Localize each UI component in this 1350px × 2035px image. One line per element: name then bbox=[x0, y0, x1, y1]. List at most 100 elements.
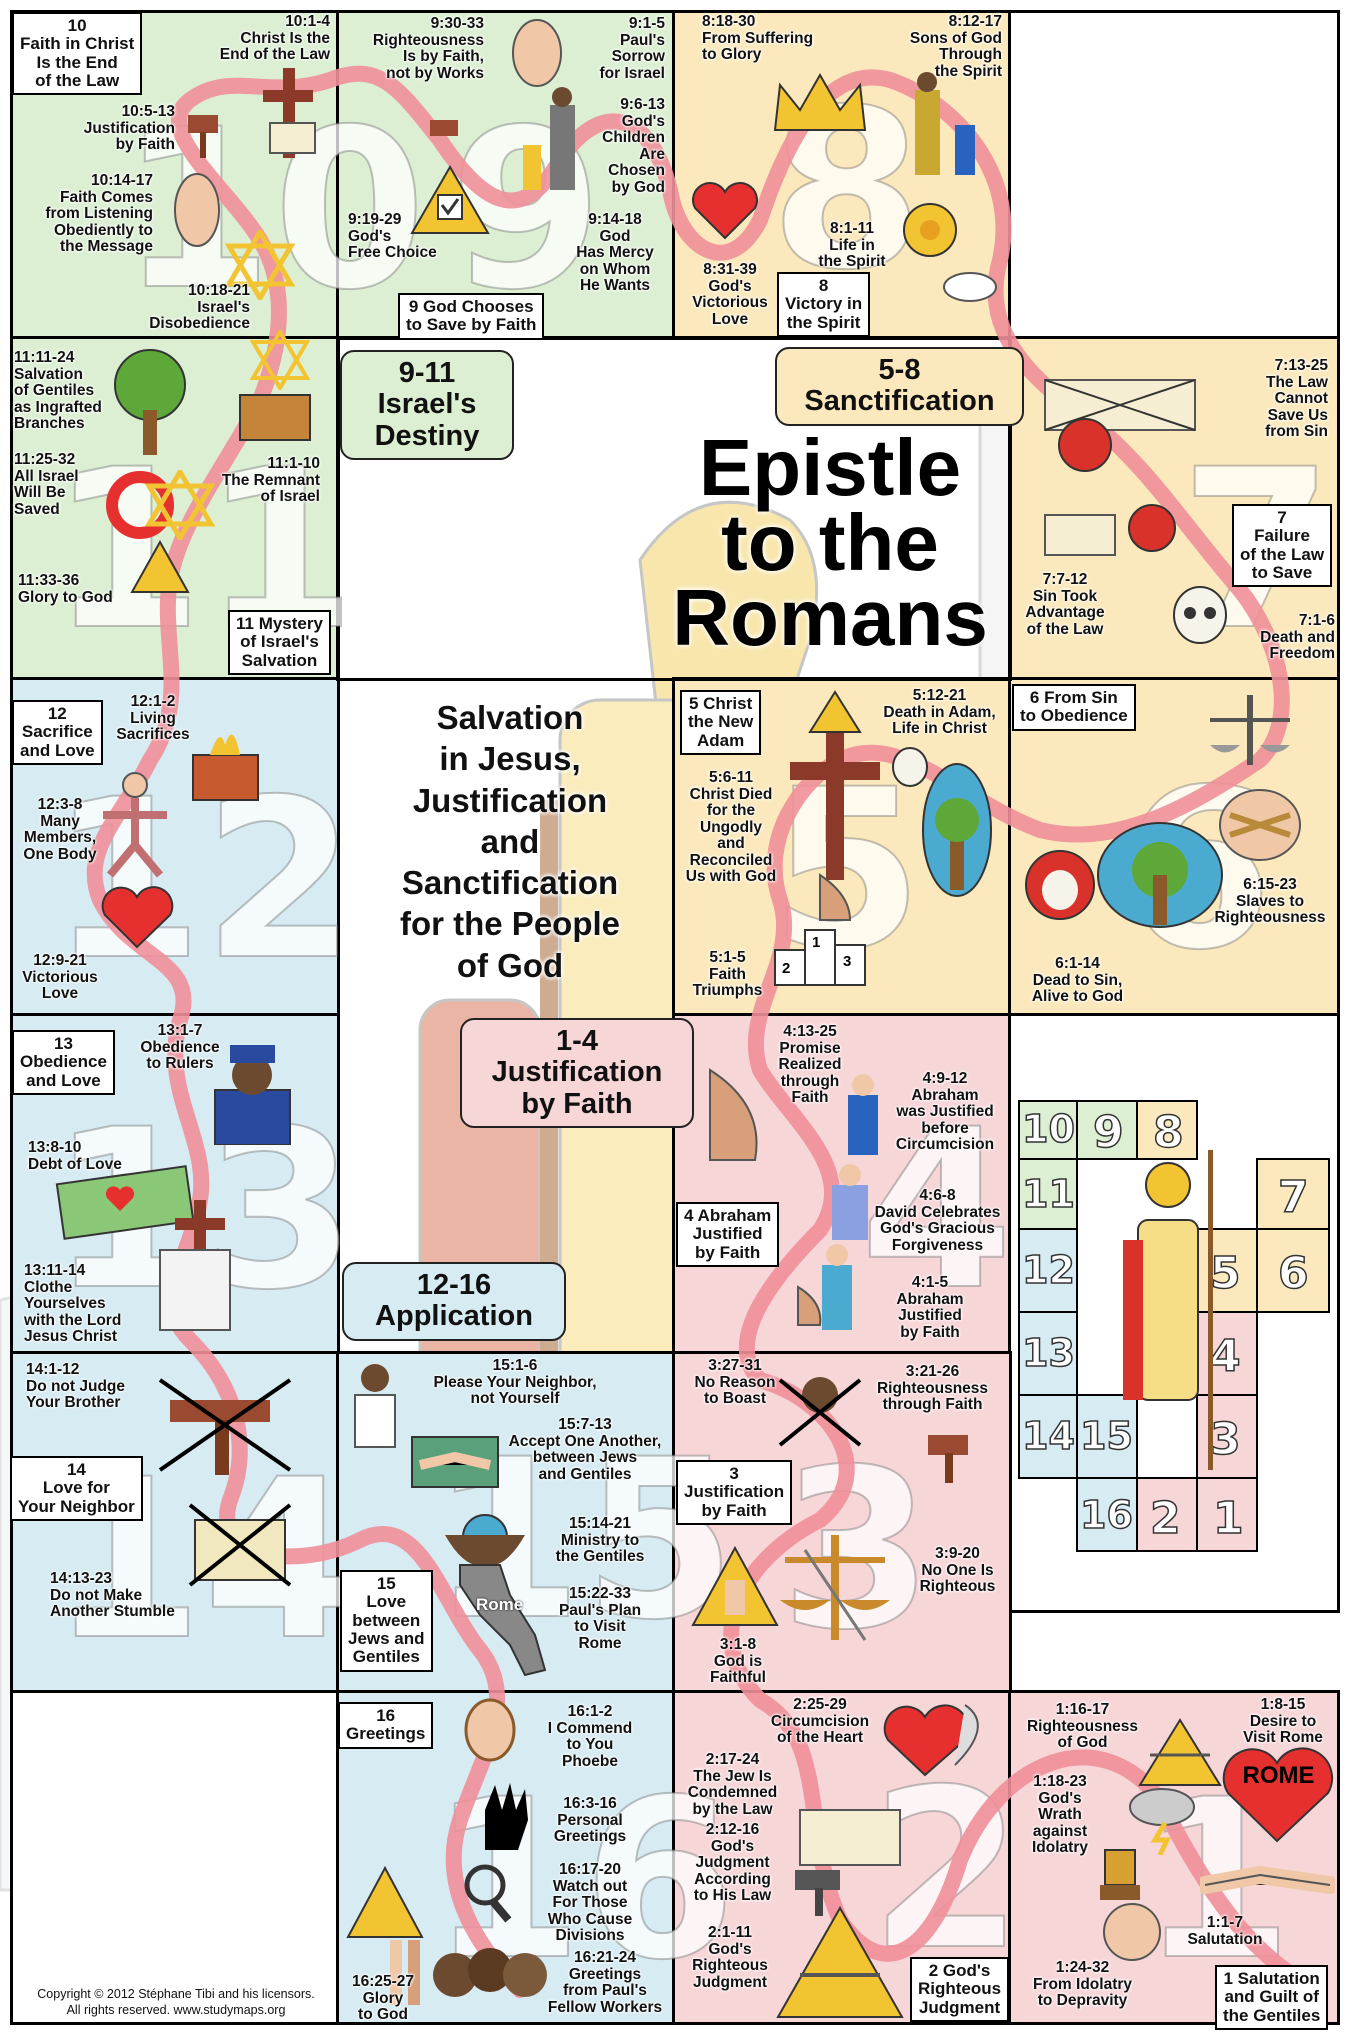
ear-icon bbox=[174, 173, 220, 247]
mini-cell: 16 bbox=[1076, 1477, 1138, 1552]
section-sanctification: 5-8 Sanctification bbox=[775, 347, 1024, 426]
section-israels-destiny: 9-11 Israel's Destiny bbox=[340, 350, 514, 460]
subtitle-line: and bbox=[480, 822, 540, 860]
heart-icon bbox=[1222, 1747, 1334, 1843]
subtitle-line: Sanctification bbox=[401, 864, 619, 901]
gavel-icon bbox=[188, 115, 218, 158]
mini-cell: 6 bbox=[1256, 1228, 1330, 1313]
soldier-icon bbox=[1123, 1150, 1213, 1470]
mini-cell: 10 bbox=[1018, 1100, 1078, 1160]
apple-icon bbox=[1058, 418, 1112, 472]
triangle-hand-icon bbox=[691, 1545, 779, 1626]
scroll-icon bbox=[1044, 514, 1116, 556]
podium-place-2: 2 bbox=[782, 960, 791, 977]
italy-map-icon bbox=[459, 1564, 547, 1677]
section-justification: 1-4 Justification by Faith bbox=[460, 1018, 694, 1128]
heart-icon bbox=[101, 886, 174, 949]
chapter-title-6: 6 From Sin to Obedience bbox=[1012, 684, 1136, 731]
rome-map-label: Rome bbox=[476, 1595, 524, 1614]
section-name: Application bbox=[375, 1300, 533, 1333]
subtitle-line: Justification bbox=[412, 781, 608, 819]
waving-hand-icon bbox=[485, 1783, 528, 1850]
scroll-icon bbox=[269, 122, 316, 154]
nose-icon bbox=[819, 873, 852, 921]
body-icon bbox=[103, 772, 167, 878]
handshake-icon bbox=[1200, 1865, 1335, 1894]
mini-map: 10 9 8 11 7 12 5 6 13 4 14 15 3 16 2 1 bbox=[1018, 1100, 1330, 1580]
apple-skull-icon bbox=[1025, 850, 1095, 920]
angry-face-icon bbox=[1103, 1903, 1161, 1961]
triangle-icon bbox=[808, 690, 862, 733]
title-line-1: Epistle bbox=[698, 423, 962, 512]
subtitle-line: for the People bbox=[399, 905, 621, 943]
title-line-3: Romans bbox=[672, 573, 988, 663]
mini-number: 1 bbox=[1212, 1492, 1244, 1545]
heart-knife-icon bbox=[883, 1704, 979, 1777]
dove-icon bbox=[943, 272, 997, 302]
jacket-icon bbox=[159, 1249, 231, 1331]
section-range: 5-8 bbox=[878, 354, 921, 386]
podium-place-3: 3 bbox=[843, 953, 852, 970]
rome-heart-label: ROME bbox=[1242, 1762, 1315, 1789]
chapter-title-7: 7 Failure of the Law to Save bbox=[1232, 504, 1333, 588]
chapter-title-4: 4 Abraham Justified by Faith bbox=[676, 1202, 780, 1268]
chapter-title-13: 13 Obedience and Love bbox=[12, 1030, 115, 1096]
chapter-title-8: 8 Victory in the Spirit bbox=[777, 272, 871, 338]
triangle-scales-icon bbox=[776, 1905, 904, 2018]
subtitle-line: Salvation bbox=[436, 699, 584, 736]
mini-cell: 1 bbox=[1196, 1477, 1258, 1552]
magnifier-icon bbox=[464, 1864, 512, 1923]
mini-number: 7 bbox=[1277, 1171, 1309, 1224]
mini-number: 6 bbox=[1277, 1247, 1309, 1300]
mini-cell: 7 bbox=[1256, 1158, 1330, 1230]
chapter-title-11: 11 Mystery of Israel's Salvation bbox=[228, 610, 331, 676]
triangle-icon bbox=[346, 1865, 424, 1938]
subtitle-line: of God bbox=[456, 946, 564, 984]
cell-empty-top-right bbox=[1008, 10, 1340, 340]
chapter-title-3: 3 Justification by Faith bbox=[676, 1460, 793, 1526]
mini-number: 16 bbox=[1079, 1492, 1133, 1538]
sad-face-icon bbox=[512, 19, 562, 87]
flower-icon bbox=[903, 203, 957, 257]
father-and-child-icon bbox=[915, 72, 975, 175]
title-line-2: to the bbox=[721, 498, 939, 588]
skull-icon bbox=[1173, 586, 1227, 644]
